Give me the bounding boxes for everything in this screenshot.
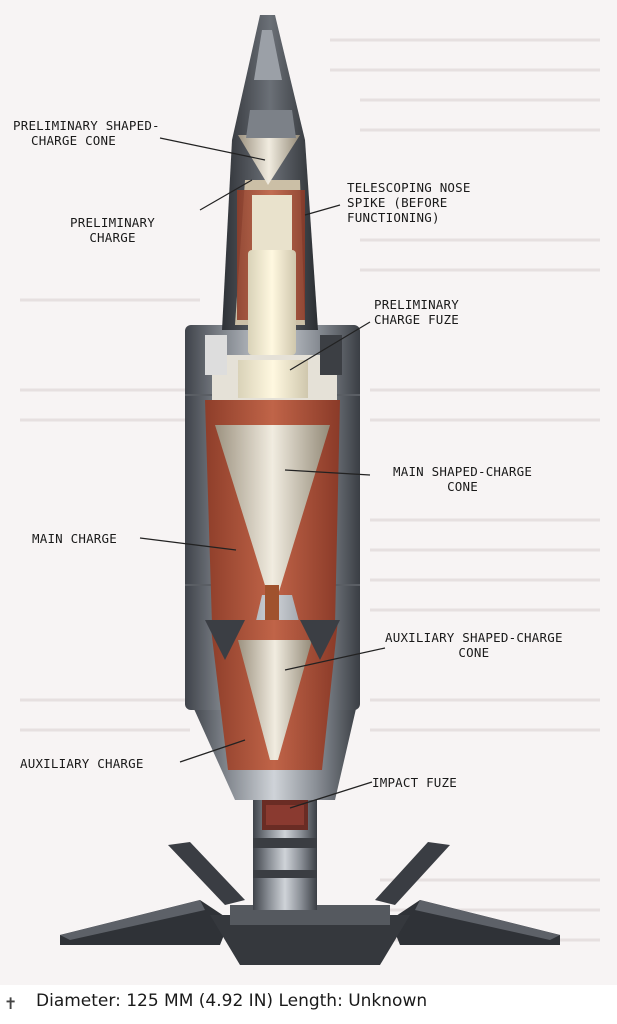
- telescoping-spike-tube: [248, 250, 296, 355]
- projectile-diagram: PRELIMINARY SHAPED- CHARGE CONE PRELIMIN…: [0, 0, 617, 985]
- caption-mark-icon: ✝: [4, 994, 18, 1013]
- projectile-cutaway-illustration: [20, 15, 600, 965]
- label-line: PRELIMINARY SHAPED-: [13, 118, 160, 133]
- background-text-texture: [20, 38, 600, 942]
- label-line: AUXILIARY CHARGE: [20, 756, 144, 771]
- label-telescoping-nose-spike: TELESCOPING NOSE SPIKE (BEFORE FUNCTIONI…: [347, 180, 471, 225]
- label-line: CHARGE FUZE: [374, 312, 459, 327]
- label-line: MAIN SHAPED-CHARGE: [393, 464, 533, 479]
- label-main-charge: MAIN CHARGE: [32, 531, 117, 546]
- label-line: PRELIMINARY: [374, 297, 459, 312]
- label-line: PRELIMINARY: [70, 215, 155, 230]
- label-preliminary-charge-fuze: PRELIMINARY CHARGE FUZE: [374, 297, 459, 327]
- label-line: SPIKE (BEFORE: [347, 195, 448, 210]
- label-line: CONE: [447, 479, 478, 494]
- preliminary-cone: [238, 135, 300, 185]
- label-line: AUXILIARY SHAPED-CHARGE: [385, 630, 563, 645]
- label-line: CONE: [458, 645, 490, 660]
- caption-text: Diameter: 125 MM (4.92 IN) Length: Unkno…: [36, 991, 428, 1011]
- callout-leader-lines: [139, 137, 386, 809]
- label-line: MAIN CHARGE: [32, 531, 117, 546]
- label-auxiliary-shaped-charge-cone: AUXILIARY SHAPED-CHARGE CONE: [385, 630, 563, 660]
- dimensions-caption: ✝ Diameter: 125 MM (4.92 IN) Length: Unk…: [0, 986, 617, 1024]
- cutaway-interior: [205, 335, 342, 770]
- tail-boom: [253, 795, 317, 910]
- label-auxiliary-charge: AUXILIARY CHARGE: [20, 756, 144, 771]
- label-impact-fuze: IMPACT FUZE: [372, 775, 457, 790]
- label-preliminary-shaped-charge-cone: PRELIMINARY SHAPED- CHARGE CONE: [13, 118, 160, 148]
- label-preliminary-charge: PRELIMINARY CHARGE: [70, 215, 155, 245]
- label-line: CHARGE CONE: [31, 133, 116, 148]
- label-line: TELESCOPING NOSE: [347, 180, 471, 195]
- label-line: CHARGE: [89, 230, 136, 245]
- label-main-shaped-charge-cone: MAIN SHAPED-CHARGE CONE: [393, 464, 532, 494]
- tail-fins: [60, 842, 560, 965]
- label-line: IMPACT FUZE: [372, 775, 457, 790]
- label-line: FUNCTIONING): [347, 210, 440, 225]
